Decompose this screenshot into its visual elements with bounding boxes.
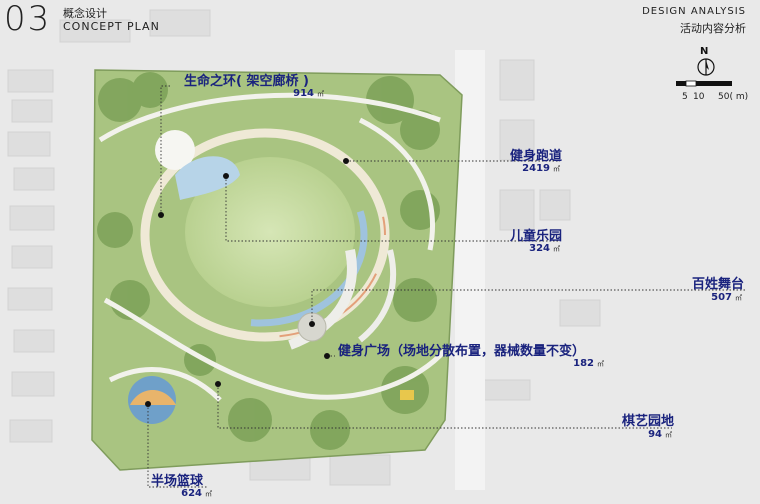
entrance-plaza (155, 130, 195, 170)
page-title-zh: 概念设计 (63, 7, 107, 20)
area-label-stage: 百姓舞台 (691, 277, 744, 292)
area-label-chess-garden: 棋艺园地 (621, 414, 674, 429)
area-label-basketball: 半场篮球 (151, 474, 204, 489)
area-label-life-ring: 生命之环( 架空廊桥 ) (184, 74, 309, 89)
page-title-en: CONCEPT PLAN (63, 20, 160, 33)
scale-bar-graphic (676, 80, 732, 87)
analysis-title-en: DESIGN ANALYSIS (642, 6, 746, 17)
north-arrow-label: N (700, 46, 709, 57)
playground (175, 156, 240, 200)
chess-garden (400, 390, 414, 400)
skywalk-ring (152, 143, 368, 327)
garden-paths (98, 92, 447, 402)
scale-label-10: 10 (693, 92, 705, 102)
scale-label-5: 5 (682, 92, 688, 102)
section-number: 03 (4, 0, 52, 39)
area-label-fitness-plaza: 健身广场（场地分散布置，器械数量不变） (338, 344, 586, 359)
area-label-running-track: 健身跑道 (509, 149, 562, 164)
analysis-title-zh: 活动内容分析 (680, 22, 746, 35)
area-label-playground: 儿童乐园 (509, 229, 562, 244)
scale-label-50: 50( m) (718, 92, 749, 102)
basketball-court (128, 376, 176, 424)
location-markers (145, 158, 349, 407)
leader-lines (147, 85, 745, 488)
central-lawn (185, 157, 355, 307)
surrounding-buildings (7, 9, 601, 486)
